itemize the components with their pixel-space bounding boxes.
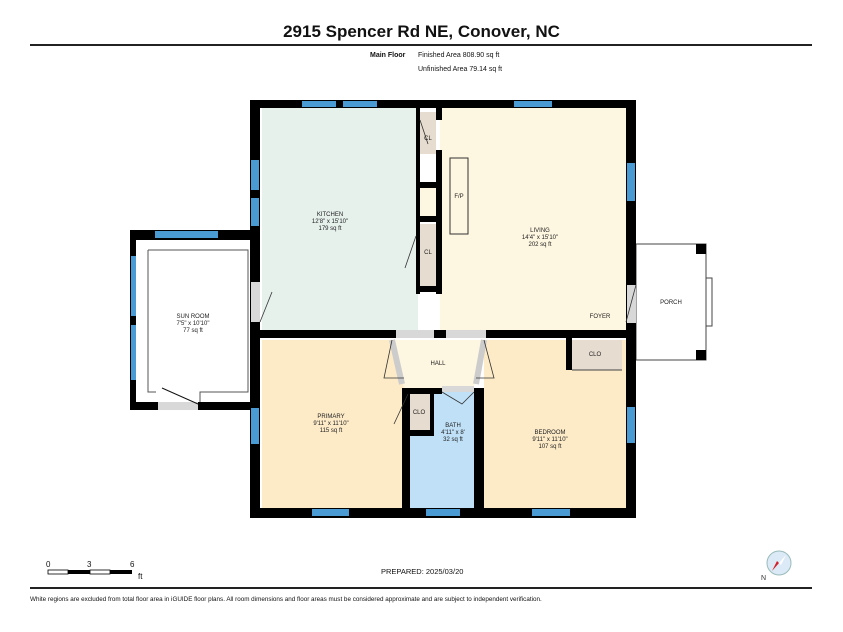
header-divider — [30, 44, 812, 46]
clo-primary-label: CLO — [413, 410, 426, 416]
foyer-label: FOYER — [590, 314, 611, 320]
closet-lower-fill — [420, 224, 436, 286]
svg-text:N: N — [761, 575, 766, 582]
sunroom-fill — [138, 234, 250, 404]
kitchen-fill — [262, 108, 418, 332]
hall-fill — [392, 340, 484, 388]
clo-bedroom-fill — [570, 340, 622, 370]
window — [131, 325, 136, 380]
living-fill — [440, 108, 626, 332]
floor-label: Main Floor — [370, 52, 406, 59]
window — [155, 231, 218, 238]
closet-lower-label: CL — [424, 250, 432, 256]
clo-bedroom-label: CLO — [589, 352, 602, 358]
wall — [250, 100, 636, 108]
prepared-date: PREPARED: 2025/03/20 — [381, 567, 464, 576]
scale-bar — [47, 569, 132, 575]
page-title: 2915 Spencer Rd NE, Conover, NC — [283, 22, 560, 41]
porch-label: PORCH — [660, 300, 682, 306]
footer-divider — [30, 587, 812, 589]
unfinished-area: Unfinished Area 79.14 sq ft — [418, 66, 503, 73]
disclaimer: White regions are excluded from total fl… — [30, 596, 542, 603]
compass-icon: N — [761, 550, 792, 582]
primary-fill — [262, 340, 404, 508]
finished-area: Finished Area 808.90 sq ft — [418, 52, 500, 59]
clo-primary-fill — [408, 394, 432, 430]
closet-niche-fill — [420, 188, 436, 216]
closet-upper-label: CL — [424, 136, 432, 142]
fireplace — [449, 157, 469, 235]
closet-upper-fill — [420, 112, 436, 154]
hall-label: HALL — [430, 361, 446, 367]
window — [131, 256, 136, 316]
fireplace-label: F/P — [454, 194, 463, 200]
porch-fill — [635, 243, 707, 361]
